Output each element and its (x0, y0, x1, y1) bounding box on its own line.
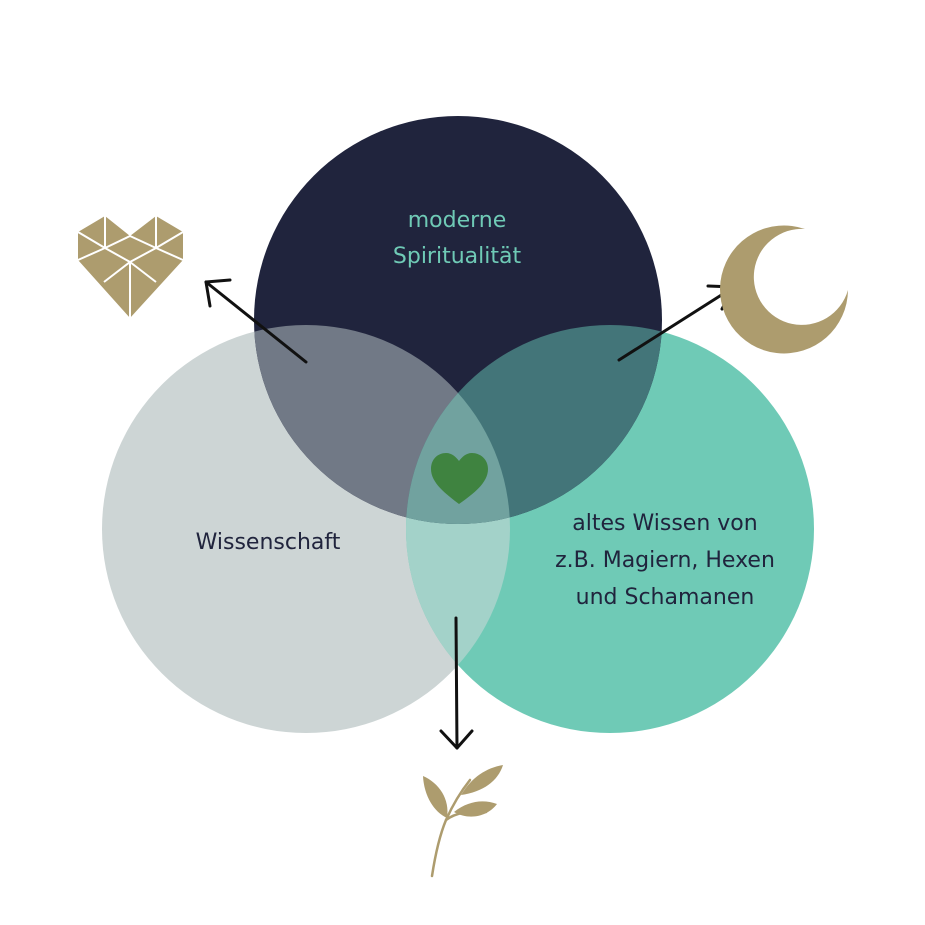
leaf-sprig-icon (423, 765, 503, 878)
set-right-label: altes Wissen von z.B. Magiern, Hexen und… (520, 505, 810, 616)
set-top-label-line-1: moderne (407, 208, 507, 233)
set-left-label-line-1: Wissenschaft (195, 530, 341, 555)
overlap-top-right (406, 325, 662, 524)
set-top-label: moderne Spiritualität (357, 203, 557, 275)
geometric-heart-icon (77, 216, 184, 318)
overlap-top-left (254, 325, 510, 524)
arrow-down (439, 616, 474, 750)
set-right-label-line-3: und Schamanen (575, 585, 755, 610)
arrow-upper-left (204, 278, 308, 364)
set-top-label-line-2: Spiritualität (392, 244, 522, 269)
set-right-label-line-1: altes Wissen von (572, 511, 758, 536)
set-right-label-line-2: z.B. Magiern, Hexen (555, 548, 775, 573)
crescent-moon-icon (720, 225, 848, 354)
heart-icon (431, 453, 488, 504)
set-left-label: Wissenschaft (168, 525, 368, 561)
